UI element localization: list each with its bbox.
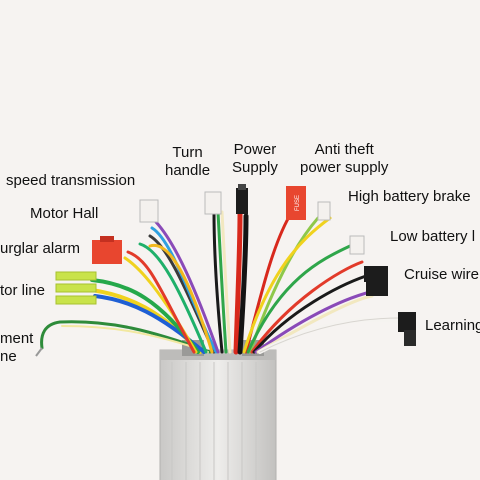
label-turn-handle: Turn handle [165, 144, 211, 179]
label-cruise-wire: Cruise wire [404, 266, 480, 283]
connector-burglar-alarm [92, 236, 122, 264]
connector-power-supply [236, 184, 248, 214]
label-left-partial: ment ne [0, 330, 34, 365]
connector-anti-theft: FUSE [286, 186, 306, 220]
label-high-battery-brake: High battery brake [348, 188, 471, 205]
label-burglar-alarm: urglar alarm [0, 240, 81, 257]
wire-harness [40, 210, 402, 355]
fuse-label: FUSE [295, 195, 301, 211]
label-learning: Learning [425, 317, 480, 334]
label-power-supply: Power Supply [232, 141, 278, 176]
label-anti-theft: Anti theft power supply [300, 141, 389, 176]
connector-cruise-wire [364, 266, 388, 296]
connector-low-battery [349, 235, 365, 255]
label-motor-line: tor line [0, 282, 46, 299]
label-low-battery: Low battery l [390, 228, 476, 245]
connector-high-battery-brake [317, 201, 331, 221]
connector-learning [398, 312, 416, 346]
connector-motor-line [55, 271, 97, 305]
connector-left-green [35, 347, 43, 357]
label-motor-hall: Motor Hall [30, 205, 99, 222]
controller-housing [159, 340, 277, 480]
connector-speed-transmission [139, 199, 159, 223]
label-speed-transmission: speed transmission [6, 172, 136, 189]
